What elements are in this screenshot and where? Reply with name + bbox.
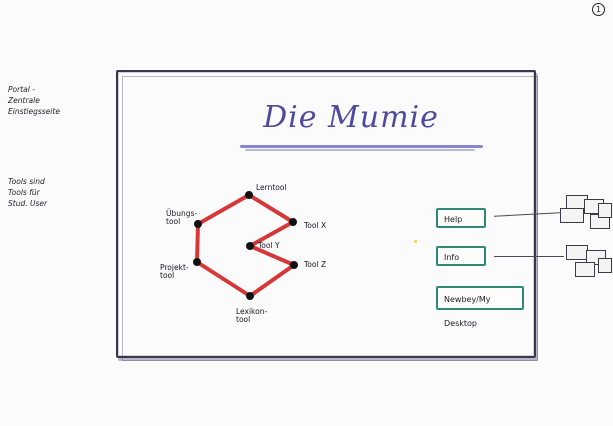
node-lerntool [245, 191, 253, 199]
node-tool-x [289, 218, 297, 226]
info-connector-line [494, 256, 564, 257]
label-lexikontool: Lexikon- tool [236, 307, 268, 324]
node-uebungstool [194, 220, 202, 228]
link-toolz-lexikon [248, 263, 296, 298]
page-title: Die Mumie [263, 100, 439, 135]
page-number: 1 [592, 3, 605, 16]
link-lexikon-projekt [195, 260, 252, 298]
info-preview-thumb [566, 245, 588, 260]
link-lerntool-uebungstool [196, 193, 251, 226]
label-uebungstool: Übungs- tool [166, 209, 198, 226]
node-projekttool [193, 258, 201, 266]
link-lerntool-toolx [247, 193, 295, 224]
label-tool-z: Tool Z [304, 260, 327, 269]
my-desktop-button[interactable]: Newbey/My Desktop [436, 286, 524, 328]
help-preview-thumb [560, 208, 584, 223]
title-underline-second [245, 149, 475, 151]
help-preview-thumb [598, 203, 612, 218]
info-preview-thumb [598, 258, 612, 273]
node-tool-y [246, 242, 254, 250]
marker-dot [414, 240, 417, 243]
link-toolx-tooly [248, 220, 295, 248]
label-tool-y: Tool Y [258, 241, 280, 250]
margin-note-portal: Portal - Zentrale Einstiegsseite [8, 85, 60, 116]
link-tooly-toolz [248, 244, 296, 267]
label-tool-x: Tool X [304, 221, 327, 230]
label-lerntool: Lerntool [256, 183, 287, 192]
node-lexikontool [246, 292, 254, 300]
link-projekt-uebung [195, 222, 200, 264]
info-button[interactable]: Info [436, 246, 486, 266]
info-preview-thumb [575, 262, 595, 277]
margin-note-tools: Tools sind Tools für Stud. User [8, 177, 48, 208]
title-underline [240, 145, 483, 148]
help-button[interactable]: Help [436, 208, 486, 228]
label-projekttool: Projekt- tool [160, 263, 189, 280]
node-tool-z [290, 261, 298, 269]
